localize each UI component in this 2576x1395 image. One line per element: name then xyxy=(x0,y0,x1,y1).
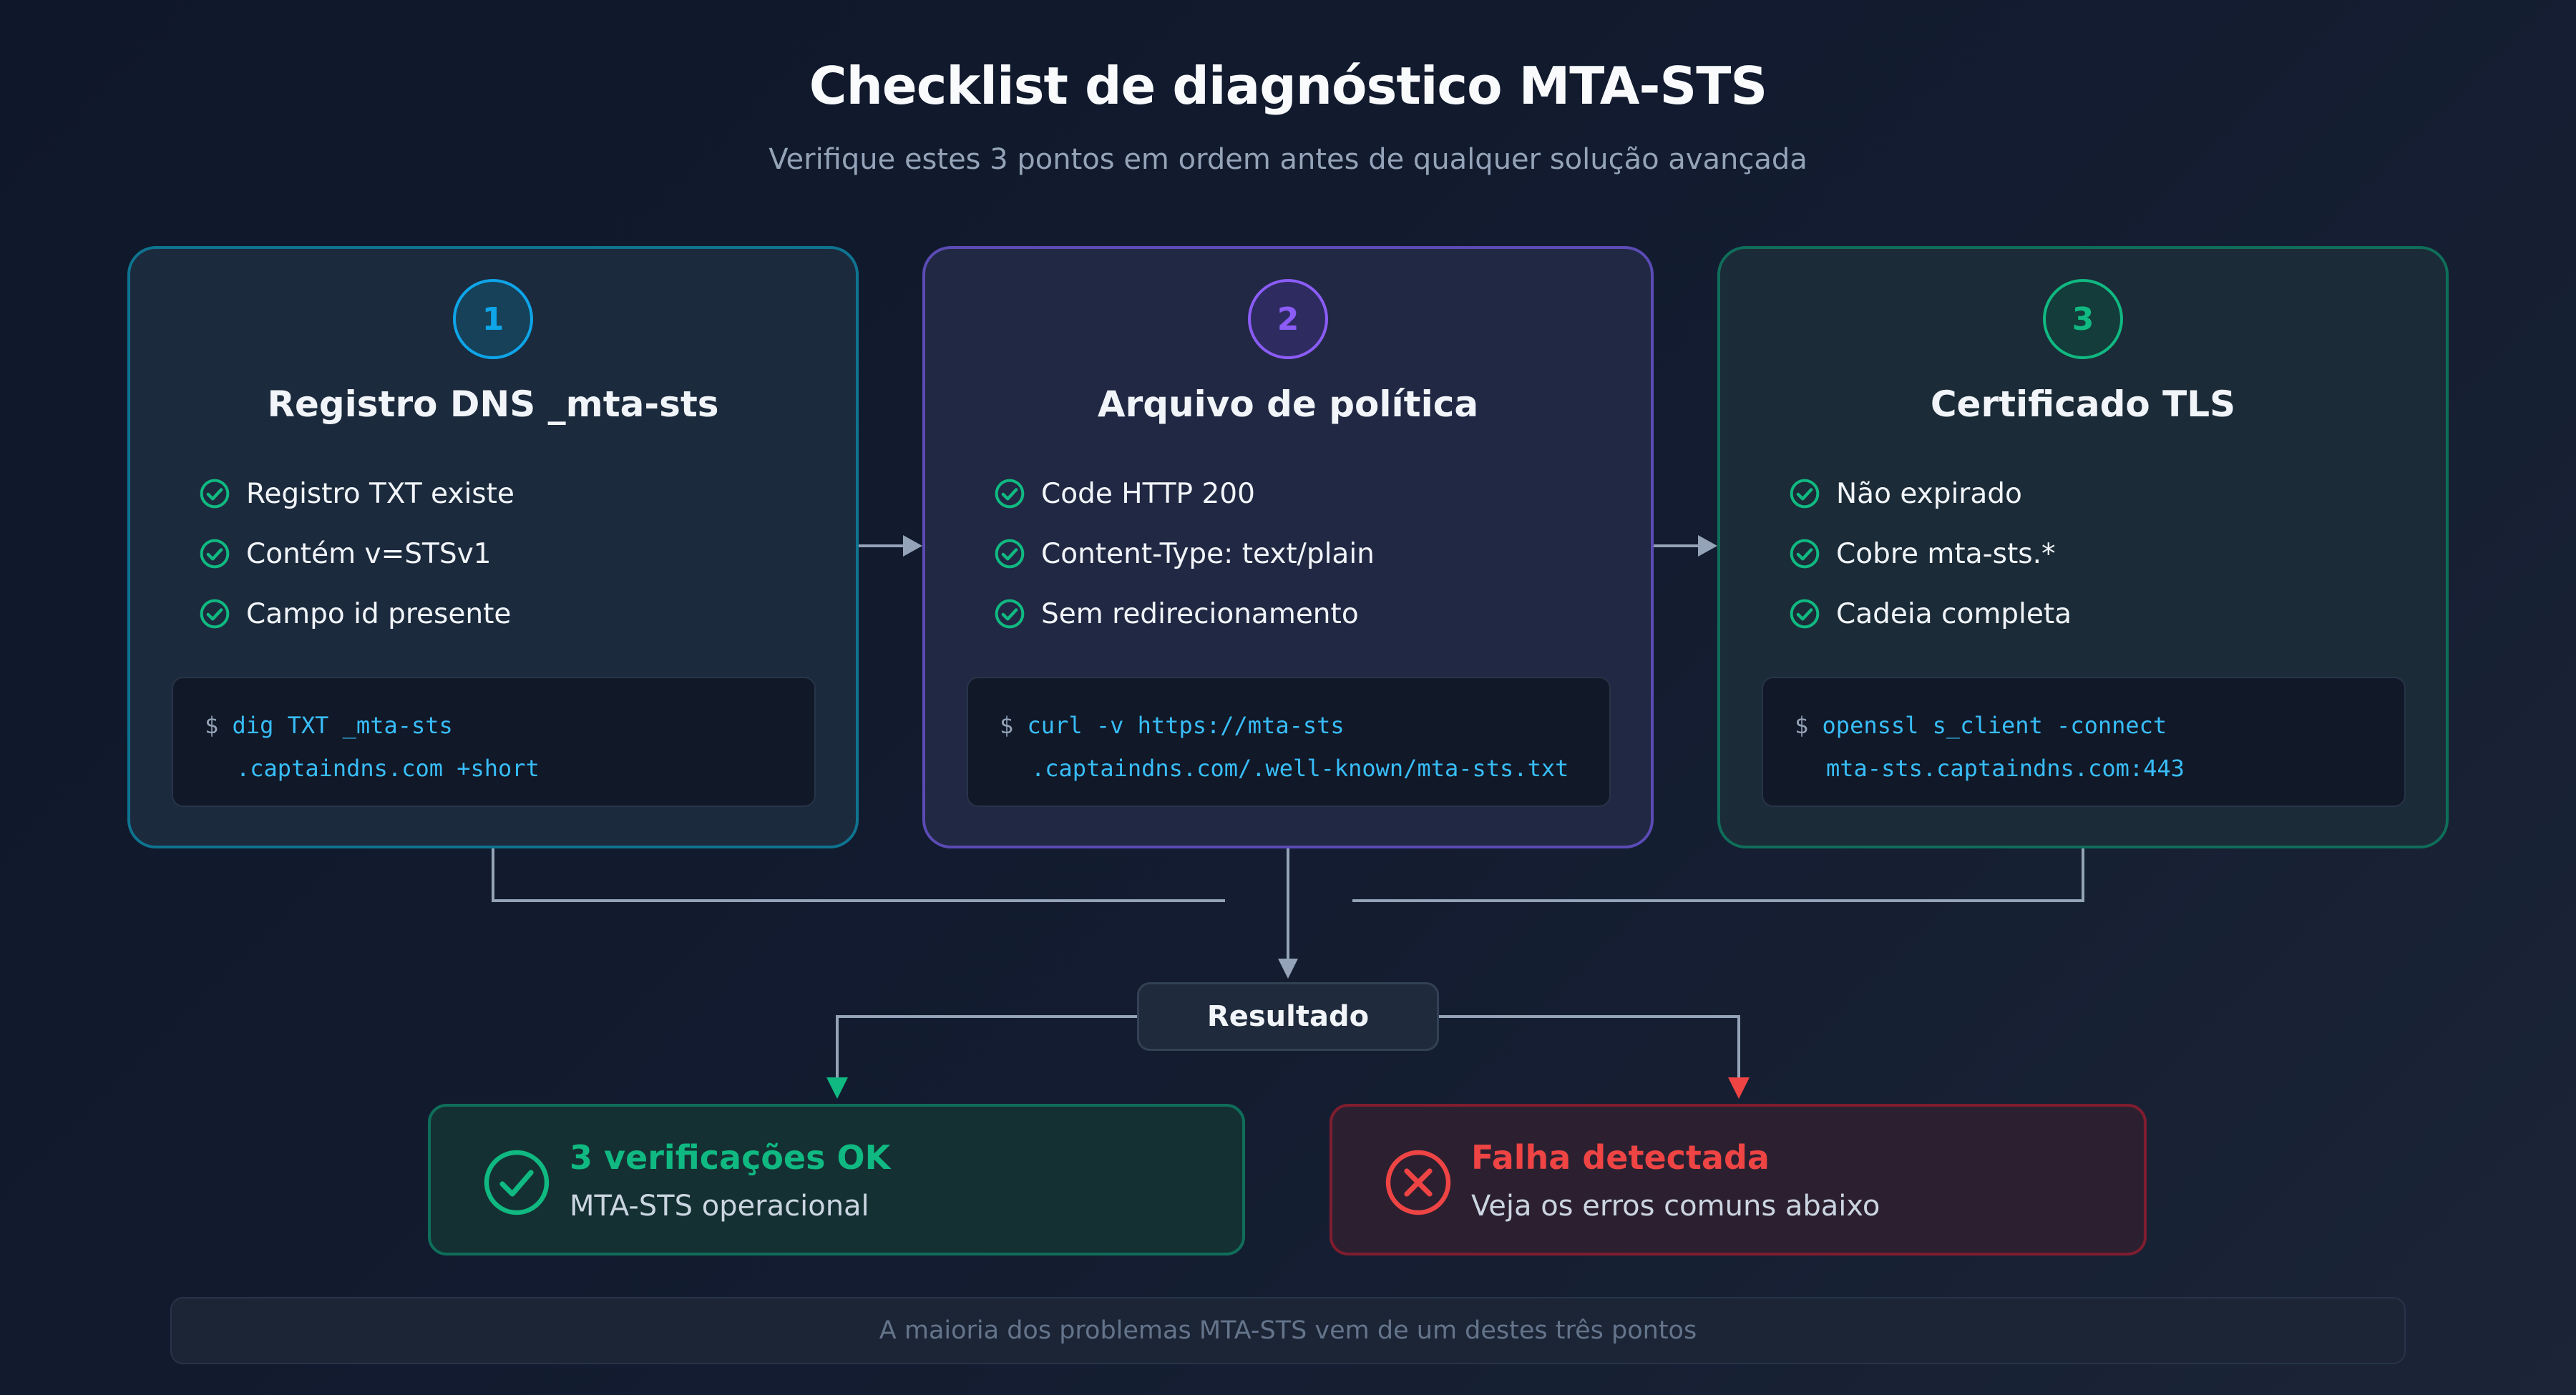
check-item: Contém v=STSv1 xyxy=(199,524,514,584)
arrow-head-ok xyxy=(826,1077,848,1099)
check-label: Sem redirecionamento xyxy=(1041,597,1359,630)
check-circle-icon xyxy=(995,479,1025,509)
step-number-badge: 1 xyxy=(453,279,533,359)
check-item: Cadeia completa xyxy=(1789,584,2072,644)
step-card-policy: 2 Arquivo de política Code HTTP 200 Cont… xyxy=(922,246,1654,848)
step-number-badge: 3 xyxy=(2043,279,2123,359)
command-line-1: dig TXT _mta-sts xyxy=(232,712,453,739)
command-line-2: mta-sts.captaindns.com:443 xyxy=(1826,755,2185,782)
line-step1-to-result xyxy=(492,848,1225,902)
check-label: Cadeia completa xyxy=(1836,597,2072,630)
check-list: Registro TXT existe Contém v=STSv1 Campo… xyxy=(199,464,514,644)
command-block: $ dig TXT _mta-sts .captaindns.com +short xyxy=(172,677,816,807)
check-item: Não expirado xyxy=(1789,464,2072,524)
check-circle-icon xyxy=(200,479,230,509)
command-block: $ curl -v https://mta-sts .captaindns.com… xyxy=(967,677,1611,807)
command-prompt: $ xyxy=(1795,712,1809,739)
check-item: Code HTTP 200 xyxy=(994,464,1375,524)
check-list: Code HTTP 200 Content-Type: text/plain S… xyxy=(994,464,1375,644)
check-circle-icon xyxy=(200,539,230,569)
arrow-head-result xyxy=(1278,959,1298,979)
command-line-1: openssl s_client -connect xyxy=(1822,712,2167,739)
check-label: Content-Type: text/plain xyxy=(1041,537,1375,570)
outcome-description: Veja os erros comuns abaixo xyxy=(1471,1190,1880,1223)
line-result-to-ok xyxy=(836,1015,1137,1082)
check-circle-icon xyxy=(200,599,230,629)
check-item: Cobre mta-sts.* xyxy=(1789,524,2072,584)
outcome-title: 3 verificações OK xyxy=(570,1138,891,1177)
arrow-head-step2 xyxy=(903,535,922,557)
page-title: Checklist de diagnóstico MTA-STS xyxy=(809,56,1767,116)
check-item: Sem redirecionamento xyxy=(994,584,1375,644)
step-card-dns: 1 Registro DNS _mta-sts Registro TXT exi… xyxy=(127,246,859,848)
line-step3-to-result xyxy=(1352,848,2084,902)
check-circle-icon xyxy=(1790,599,1820,629)
footer-note: A maioria dos problemas MTA-STS vem de u… xyxy=(170,1297,2406,1364)
outcome-title: Falha detectada xyxy=(1471,1138,1770,1177)
check-circle-icon xyxy=(1790,479,1820,509)
command-prompt: $ xyxy=(205,712,219,739)
step-title: Registro DNS _mta-sts xyxy=(267,383,719,425)
step-card-tls: 3 Certificado TLS Não expirado Cobre mta… xyxy=(1717,246,2449,848)
command-line-2: .captaindns.com +short xyxy=(236,755,540,782)
check-circle-icon xyxy=(995,539,1025,569)
check-list: Não expirado Cobre mta-sts.* Cadeia comp… xyxy=(1789,464,2072,644)
command-block: $ openssl s_client -connect mta-sts.capta… xyxy=(1762,677,2406,807)
check-label: Registro TXT existe xyxy=(246,477,514,510)
check-label: Não expirado xyxy=(1836,477,2022,510)
check-circle-icon xyxy=(1790,539,1820,569)
outcome-description: MTA-STS operacional xyxy=(570,1190,869,1223)
check-label: Code HTTP 200 xyxy=(1041,477,1255,510)
check-item: Registro TXT existe xyxy=(199,464,514,524)
check-item: Content-Type: text/plain xyxy=(994,524,1375,584)
step-title: Certificado TLS xyxy=(1930,383,2236,425)
x-circle-icon xyxy=(1385,1150,1451,1215)
result-node: Resultado xyxy=(1137,982,1439,1051)
check-circle-icon xyxy=(995,599,1025,629)
arrow-head-step3 xyxy=(1698,535,1717,557)
outcome-success: 3 verificações OK MTA-STS operacional xyxy=(428,1104,1245,1256)
step-title: Arquivo de política xyxy=(1097,383,1479,425)
page-subtitle: Verifique estes 3 pontos em ordem antes … xyxy=(769,143,1807,176)
step-number-badge: 2 xyxy=(1248,279,1328,359)
check-label: Campo id presente xyxy=(246,597,512,630)
check-item: Campo id presente xyxy=(199,584,514,644)
command-prompt: $ xyxy=(1000,712,1014,739)
command-line-1: curl -v https://mta-sts xyxy=(1027,712,1345,739)
check-circle-icon xyxy=(484,1150,550,1215)
outcome-failure: Falha detectada Veja os erros comuns aba… xyxy=(1330,1104,2147,1256)
arrow-head-fail xyxy=(1728,1077,1750,1099)
command-line-2: .captaindns.com/.well-known/mta-sts.txt xyxy=(1031,755,1569,782)
check-label: Contém v=STSv1 xyxy=(246,537,492,570)
check-label: Cobre mta-sts.* xyxy=(1836,537,2056,570)
line-result-to-fail xyxy=(1439,1015,1740,1082)
